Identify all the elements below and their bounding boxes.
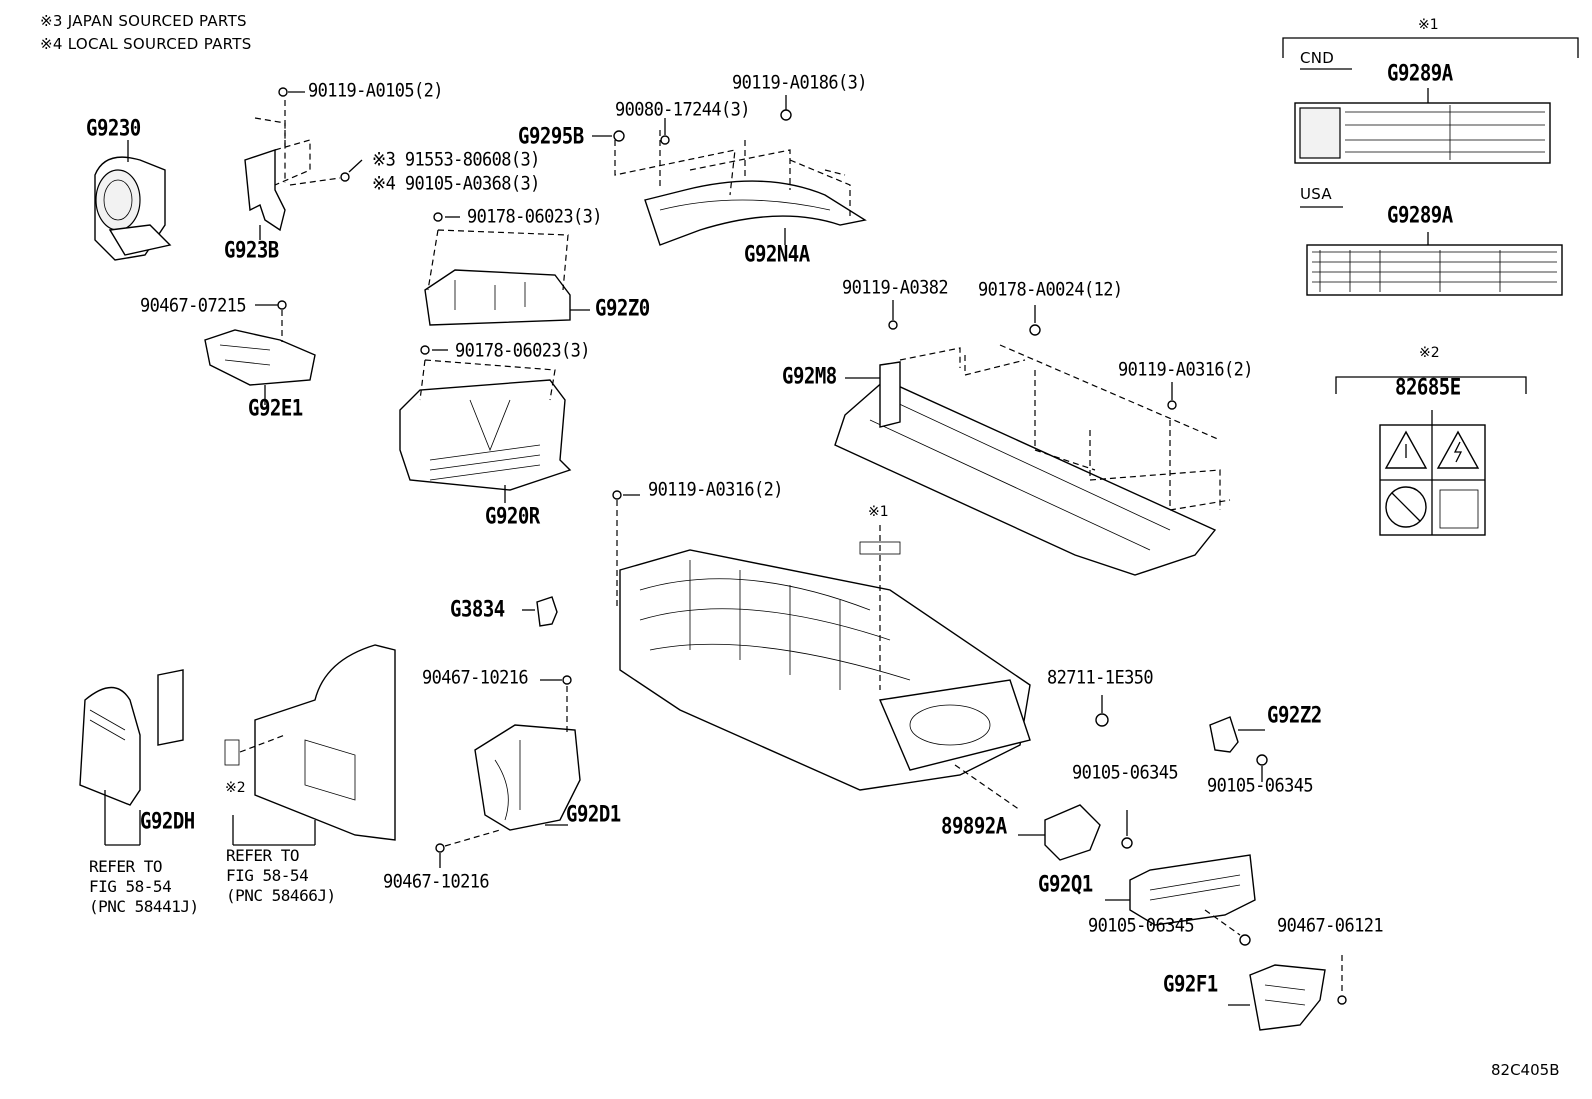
part-label-g92e1: G92E1 (248, 395, 303, 421)
usa-label-image (1306, 232, 1563, 296)
blower-fan-part (94, 140, 172, 261)
part-label-g923b: G923B (224, 237, 279, 263)
part-label-90119-a0105: 90119-A0105(2) (308, 79, 443, 102)
part-label-90178-06023-bottom: 90178-06023(3) (455, 339, 590, 362)
junction-box-g92z0-part (424, 212, 590, 326)
fuse-block-82711-part (1095, 695, 1109, 727)
part-label-g92z0: G92Z0 (595, 295, 650, 321)
battery-assembly-part (612, 490, 1031, 811)
cnd-label: CND (1300, 49, 1335, 67)
note-mark-2-panel: ※2 (1419, 345, 1440, 361)
part-label-90119-a0186: 90119-A0186(3) (732, 71, 867, 94)
part-label-89892a: 89892A (941, 813, 1007, 839)
usa-part-number: G9289A (1387, 202, 1453, 228)
part-label-90119-a0316-right: 90119-A0316(2) (1118, 358, 1253, 381)
part-label-g92n4a: G92N4A (744, 241, 810, 267)
note-mark-2-left: ※2 (225, 780, 246, 796)
cover-g92n4a-part (592, 95, 867, 246)
part-label-90178-a0024: 90178-A0024(12) (978, 278, 1123, 301)
duct-g92d1-part (435, 675, 581, 868)
part-label-90080-17244: 90080-17244(3) (615, 98, 750, 121)
panel-58466j-part (224, 644, 396, 846)
cover-g92f1-part (1228, 955, 1347, 1031)
note-mark-1-center: ※1 (868, 504, 889, 520)
warning-label-image (1379, 410, 1486, 536)
part-label-90467-10216-bottom: 90467-10216 (383, 870, 490, 893)
refer-to-fig-58466j: REFER TO FIG 58-54 (PNC 58466J) (226, 846, 336, 905)
bracket-g923b-part (244, 87, 363, 240)
part-label-g92f1: G92F1 (1163, 971, 1218, 997)
cnd-label-image (1294, 88, 1551, 164)
part-label-g92d1: G92D1 (566, 801, 621, 827)
sensor-89892a-part (1018, 804, 1133, 861)
part-label-90105-06345-bottom: 90105-06345 (1088, 914, 1195, 937)
figure-code: 82C405B (1491, 1061, 1560, 1079)
japan-sourced-note: ※3 JAPAN SOURCED PARTS (40, 12, 247, 30)
bracket-g92z2-part (1209, 716, 1268, 782)
part-label-g9230: G9230 (86, 115, 141, 141)
part-label-g92z2: G92Z2 (1267, 702, 1322, 728)
warning-part-number: 82685E (1395, 374, 1461, 400)
part-label-90105-a0368: ※4 90105-A0368(3) (372, 172, 540, 195)
cnd-part-number: G9289A (1387, 60, 1453, 86)
panel-g92dh-part (79, 669, 184, 846)
label-panel-bracket (1282, 37, 1579, 394)
part-label-g9295b: G9295B (518, 123, 584, 149)
local-sourced-note: ※4 LOCAL SOURCED PARTS (40, 35, 252, 53)
part-label-82711-1e350: 82711-1E350 (1047, 666, 1154, 689)
tray-g920r-part (399, 345, 572, 503)
long-bracket-g92m8-part (834, 300, 1231, 576)
part-label-90467-06121: 90467-06121 (1277, 914, 1384, 937)
part-label-90467-10216-top: 90467-10216 (422, 666, 529, 689)
clip-g3834-part (522, 596, 558, 627)
part-label-90467-07215: 90467-07215 (140, 294, 247, 317)
duct-g92e1-part (204, 300, 316, 405)
part-label-90119-a0382: 90119-A0382 (842, 276, 949, 299)
part-label-90119-a0316-center: 90119-A0316(2) (648, 478, 783, 501)
cover-g92q1-part (1105, 854, 1256, 946)
part-label-90105-06345-center: 90105-06345 (1072, 761, 1179, 784)
part-label-g92dh: G92DH (140, 808, 195, 834)
usa-label: USA (1300, 185, 1332, 203)
part-label-g92q1: G92Q1 (1038, 871, 1093, 897)
note-mark-1-panel: ※1 (1418, 17, 1439, 33)
part-label-g92m8: G92M8 (782, 363, 837, 389)
part-label-g920r: G920R (485, 503, 540, 529)
part-label-g3834: G3834 (450, 596, 505, 622)
part-label-91553-80608: ※3 91553-80608(3) (372, 148, 540, 171)
part-label-90178-06023-top: 90178-06023(3) (467, 205, 602, 228)
refer-to-fig-58441j: REFER TO FIG 58-54 (PNC 58441J) (89, 857, 199, 916)
part-label-90105-06345-right: 90105-06345 (1207, 774, 1314, 797)
